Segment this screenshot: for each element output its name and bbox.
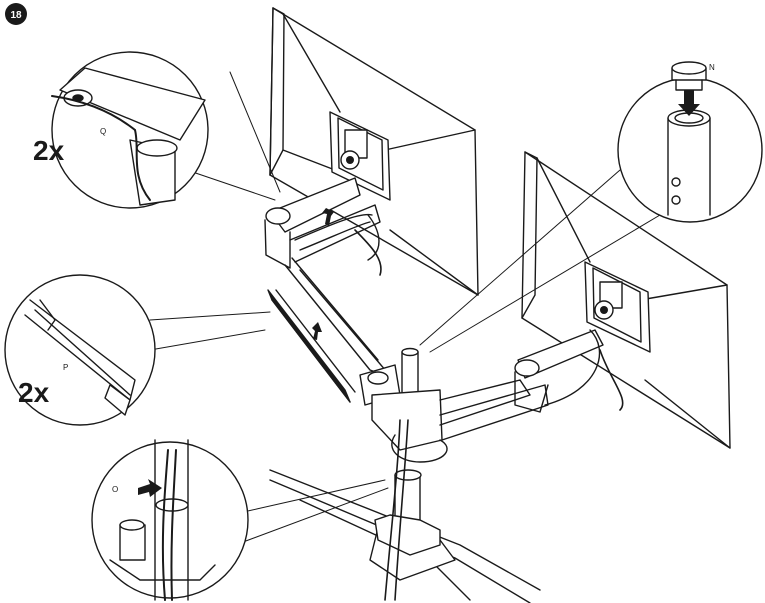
step-badge: 18 (5, 3, 27, 25)
pole (359, 347, 448, 463)
part-letter-n: N (709, 63, 715, 72)
qty-label-q: 2x (33, 135, 65, 166)
arrow-cable-up (322, 208, 334, 226)
cables (354, 229, 624, 601)
part-letter-p: P (63, 363, 68, 372)
upper-left-arm (264, 177, 393, 379)
callout-p (4, 274, 156, 426)
callout-leaders (149, 71, 661, 546)
qty-label-p: 2x (18, 377, 50, 408)
callout-n (617, 61, 763, 223)
monitor-left (269, 7, 479, 296)
monitor-right (521, 151, 731, 449)
step-number: 18 (10, 10, 22, 21)
callout-o (91, 439, 249, 601)
arrow-insert-clip (138, 479, 162, 497)
cable-cover (267, 289, 356, 403)
arrow-insert-cap (678, 90, 700, 116)
arrow-cover-up (312, 322, 322, 340)
callout-q (51, 51, 209, 209)
part-letter-q: Q (100, 127, 106, 136)
labels: 2x Q 2x P O N (18, 63, 715, 494)
part-letter-o: O (112, 485, 118, 494)
arrows (138, 90, 700, 497)
desk-clamp (374, 469, 441, 556)
right-arm (439, 329, 604, 441)
